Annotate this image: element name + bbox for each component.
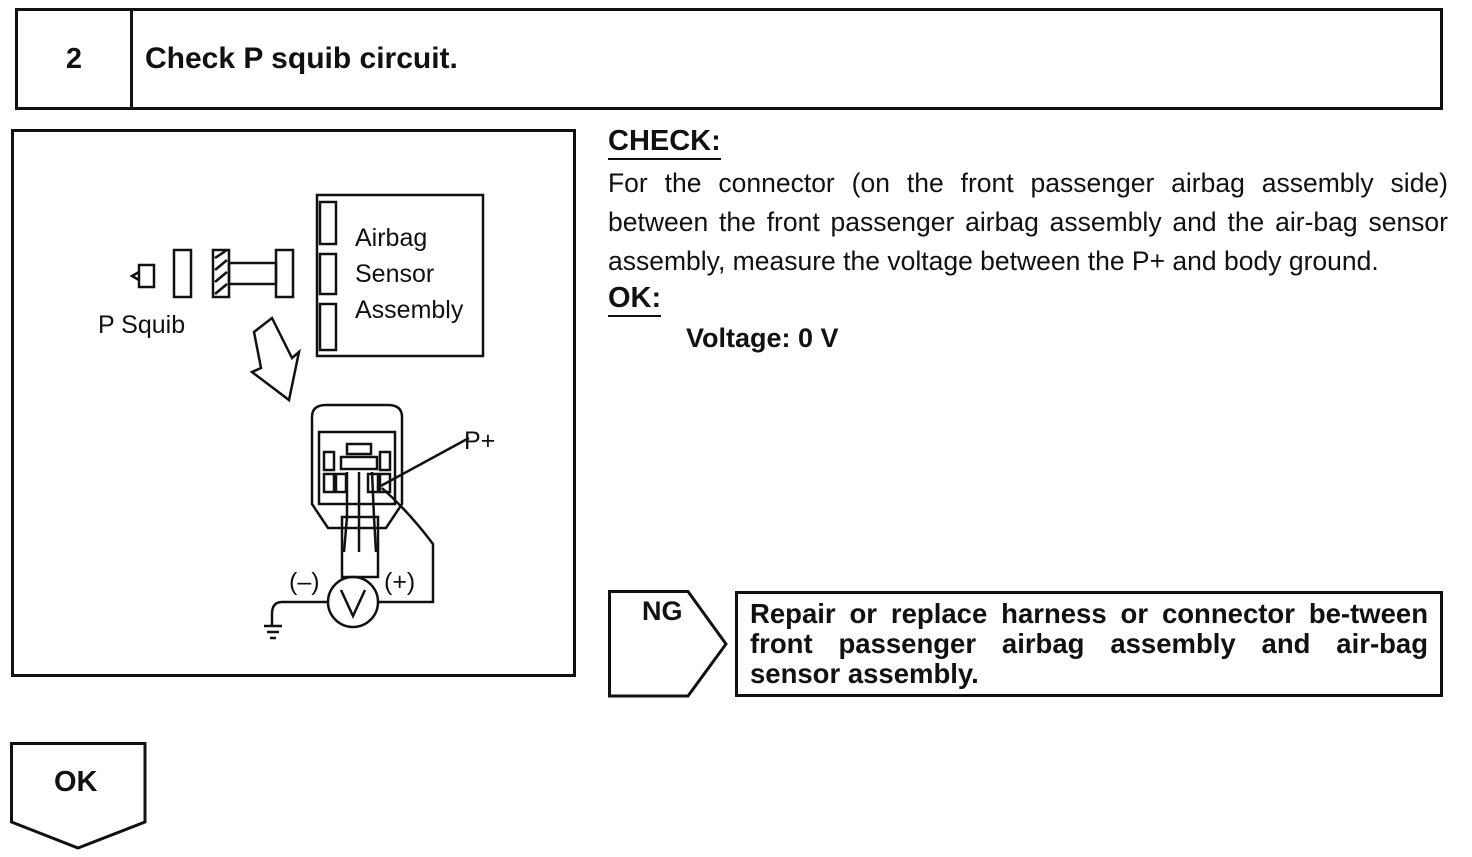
arrow-icon: [249, 316, 301, 403]
ng-arrow-icon: [608, 590, 728, 698]
voltmeter-icon: [326, 575, 380, 629]
ok-arrow-icon: [10, 742, 147, 850]
wiring-illustration: Airbag Sensor Assembly P Squib P+ (–) (+…: [11, 129, 576, 677]
enlarged-connector: [310, 403, 404, 530]
ecu-label-line3: Assembly: [355, 296, 464, 324]
ecu-label-line1: Airbag: [355, 224, 427, 252]
probe-positive-label: (+): [384, 568, 415, 596]
ok-arrow-label: OK: [54, 766, 98, 798]
ok-arrow: OK: [10, 742, 150, 857]
squib-connector: [172, 248, 193, 299]
step-title: Check P squib circuit.: [145, 42, 458, 75]
step-number: 2: [18, 11, 133, 107]
ok-heading: OK:: [608, 281, 662, 317]
ok-value: Voltage: 0 V: [686, 323, 839, 353]
airbag-sensor-assembly-box: [315, 193, 485, 358]
terminal-label: P+: [464, 427, 495, 455]
ecu-label-line2: Sensor: [355, 260, 434, 288]
squib-label: P Squib: [98, 311, 185, 339]
probe-negative-label: (–): [289, 568, 320, 596]
step-header: 2 Check P squib circuit.: [15, 8, 1443, 110]
ng-arrow: NG: [608, 590, 732, 703]
check-text: For the connector (on the front passenge…: [608, 168, 1448, 276]
check-heading: CHECK:: [608, 124, 721, 160]
check-section: CHECK: For the connector (on the front p…: [608, 124, 1448, 354]
ng-label: NG: [642, 596, 683, 626]
connector-diagram: Airbag Sensor Assembly P Squib P+ (–) (+…: [98, 193, 495, 640]
squib-tip: [129, 270, 140, 282]
repair-action: Repair or replace harness or connector b…: [735, 591, 1443, 697]
